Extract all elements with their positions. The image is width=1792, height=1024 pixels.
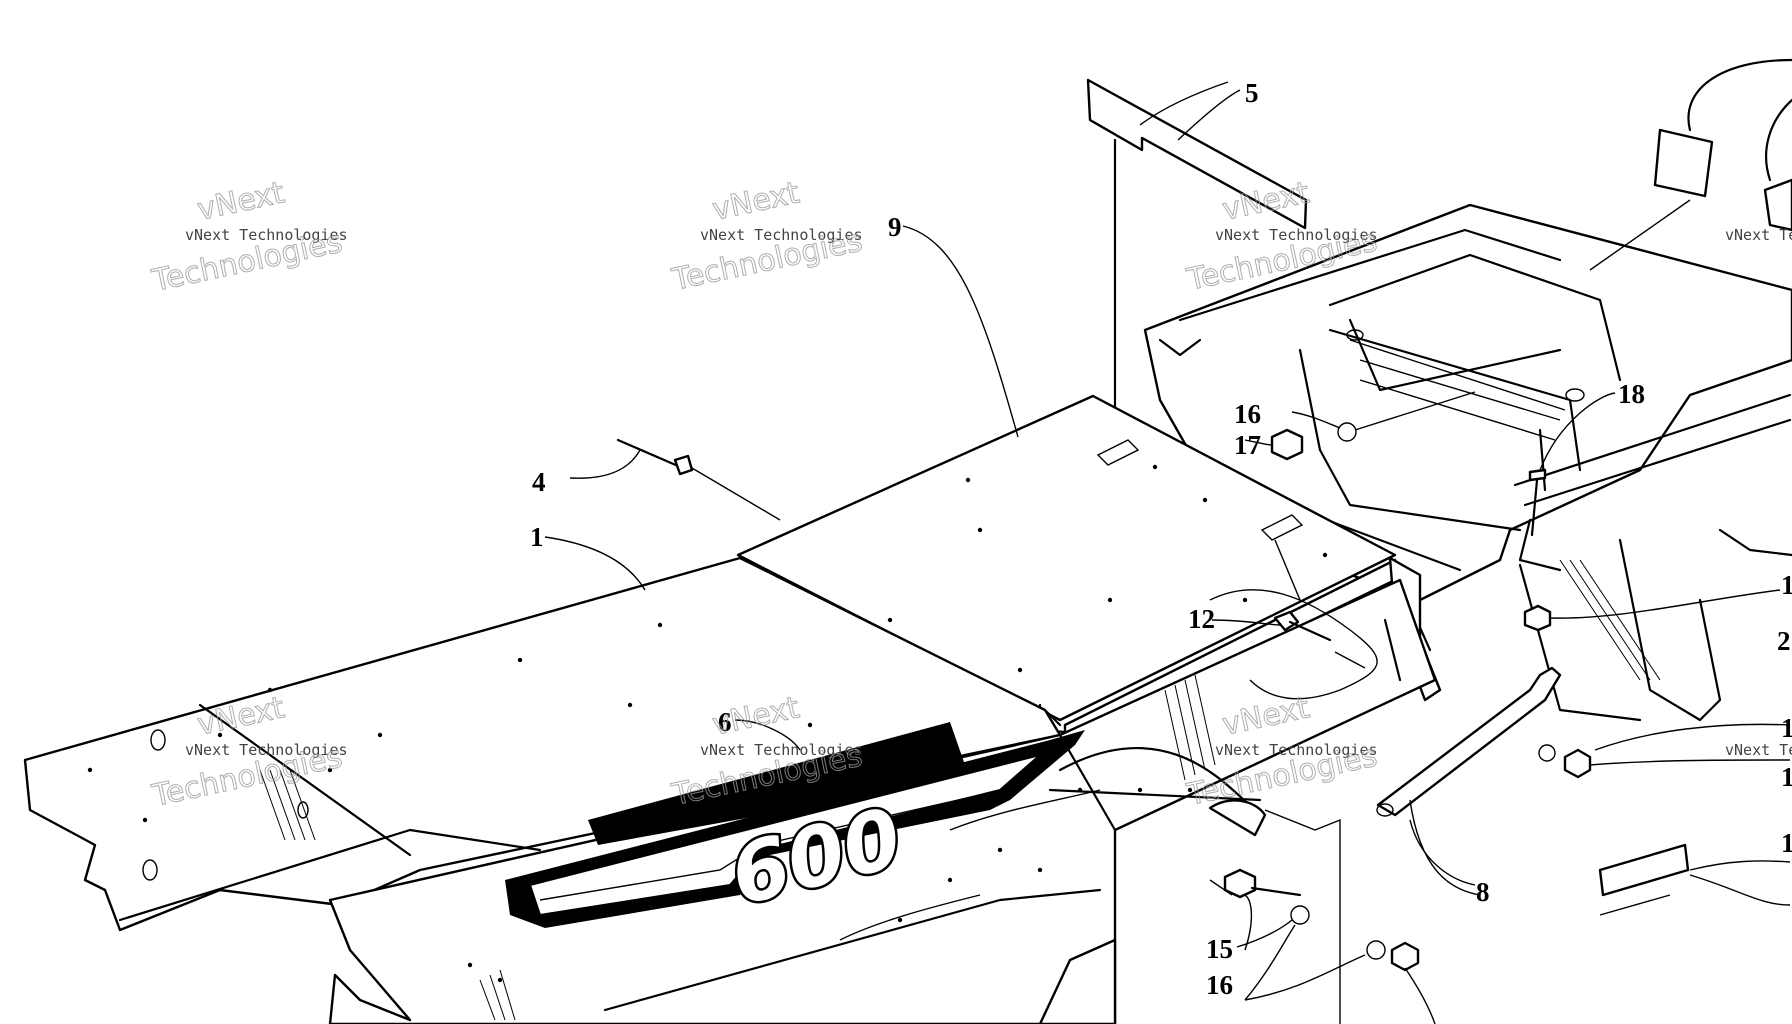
svg-text:vNext Technologies: vNext Technologies: [185, 741, 348, 759]
callout-edge-1a: 1: [1781, 570, 1792, 600]
svg-text:vNext: vNext: [194, 175, 287, 228]
part-15-bolt: [1209, 809, 1436, 1024]
callout-5: 5: [1245, 78, 1259, 108]
parts-16-17-nut: [1270, 391, 1476, 461]
callout-edge-1b: 1: [1781, 713, 1792, 743]
leader-lines: [544, 81, 1476, 1001]
callout-18: 18: [1618, 379, 1645, 409]
callout-15: 15: [1206, 934, 1233, 964]
svg-text:vNext Technologies: vNext Technologies: [1215, 741, 1378, 759]
right-fasteners: [1538, 723, 1791, 916]
callout-9: 9: [888, 212, 902, 242]
callout-labels: 1 4 5 6 8 9 12 15 16 16 17 18 1 2 1 1 1: [530, 78, 1792, 1000]
part-8-rod: [1376, 666, 1562, 896]
callout-16-upper: 16: [1234, 399, 1261, 429]
watermark-7: vNext Technologies: [1725, 226, 1792, 244]
part-4-pin: [569, 438, 781, 521]
svg-text:vNext Technologies: vNext Technologies: [700, 226, 863, 244]
part-18-screw: [1523, 392, 1781, 632]
rear-bumper-hatching: [1559, 559, 1661, 681]
callout-1: 1: [530, 522, 544, 552]
callout-6: 6: [718, 707, 732, 737]
watermark-1: vNext vNext Technologies Technologies: [148, 175, 348, 300]
callout-8: 8: [1476, 877, 1490, 907]
callout-12: 12: [1188, 604, 1215, 634]
svg-text:vNext Technologies: vNext Technologies: [185, 226, 348, 244]
callout-edge-2: 2: [1777, 626, 1791, 656]
cover-rivets: [887, 464, 1328, 673]
callout-edge-1c: 1: [1781, 762, 1792, 792]
part-12-bolt: [1209, 539, 1378, 700]
svg-text:vNext: vNext: [709, 175, 802, 228]
watermark-8: vNext Technologies: [1725, 741, 1792, 759]
rear-bumper-assembly: [1143, 58, 1792, 722]
watermark-2: vNext vNext Technologies Technologies: [668, 175, 866, 299]
callout-4: 4: [532, 467, 546, 497]
part-6-decal: 600: [505, 722, 1085, 928]
callout-17: 17: [1234, 430, 1261, 460]
svg-text:vNext Technologies: vNext Technologies: [700, 741, 863, 759]
svg-text:vNext Technologies: vNext Technologies: [1725, 226, 1792, 244]
tunnel-hatching: [259, 674, 1216, 1021]
svg-text:vNext Technologies: vNext Technologies: [1725, 741, 1792, 759]
callout-edge-1d: 1: [1781, 828, 1792, 858]
part-5-flap: [1086, 78, 1308, 230]
svg-text:vNext Technologies: vNext Technologies: [1215, 226, 1378, 244]
callout-16-lower: 16: [1206, 970, 1233, 1000]
